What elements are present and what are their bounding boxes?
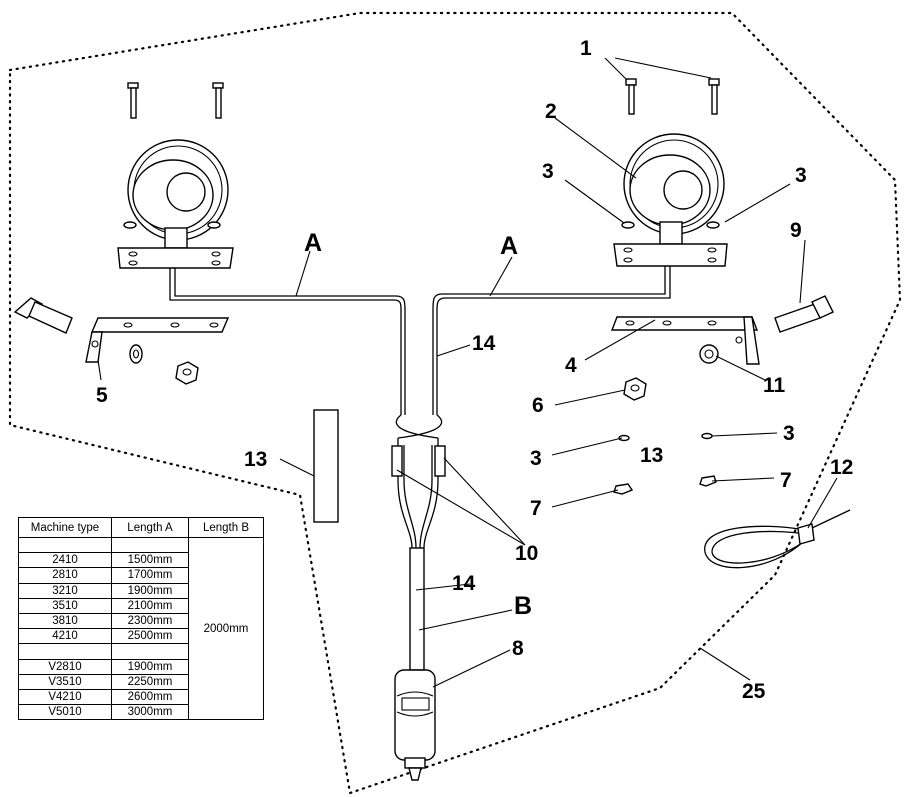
left-mount-bolt-1	[127, 82, 139, 119]
callout-25: 25	[742, 680, 766, 703]
machine-type-cell: V4210	[18, 688, 112, 706]
right-lamp-group	[610, 78, 834, 365]
callout-13-right: 13	[640, 444, 663, 467]
table-header-row: Machine type Length A Length B	[18, 517, 264, 538]
length-a-cell: 1900mm	[111, 582, 189, 599]
callout-14-lower: 14	[452, 572, 476, 595]
length-a-cell: 1700mm	[111, 567, 189, 584]
machine-type-cell: 4210	[18, 628, 112, 645]
callout-8: 8	[512, 637, 524, 660]
small-nut-right	[699, 475, 717, 487]
right-bracket-bolt	[774, 295, 834, 333]
spring-washer-right	[701, 432, 713, 440]
right-mount-bolt-1	[625, 78, 637, 115]
right-mount-bolt-2	[708, 78, 720, 115]
callout-6: 6	[532, 394, 544, 417]
length-a-cell	[111, 643, 189, 660]
left-mount-bolt-2	[212, 82, 224, 119]
length-a-cell	[111, 536, 189, 554]
left-nut	[175, 361, 199, 385]
machine-type-cell	[18, 643, 112, 660]
length-a-cell: 2250mm	[111, 673, 189, 690]
callout-3-upper-left: 3	[542, 160, 554, 183]
left-work-lamp	[117, 139, 234, 269]
length-a-cell: 2100mm	[111, 597, 189, 614]
machine-type-cell: 3210	[18, 582, 112, 599]
small-nut-left	[613, 483, 634, 495]
callout-2: 2	[545, 100, 557, 123]
callout-14-upper: 14	[472, 332, 496, 355]
machine-type-cell: 3810	[18, 612, 112, 630]
callout-1: 1	[580, 37, 592, 60]
callout-4: 4	[565, 354, 577, 377]
length-a-left-label: A	[304, 229, 322, 257]
callout-7-left: 7	[530, 497, 542, 520]
callout-5: 5	[96, 384, 108, 407]
callout-9: 9	[790, 219, 802, 242]
insulating-sleeve	[313, 409, 339, 523]
machine-type-cell: V2810	[18, 658, 112, 675]
length-a-right-label: A	[500, 232, 518, 260]
length-a-cell: 1900mm	[111, 658, 189, 675]
length-a-cell: 2500mm	[111, 628, 189, 645]
spring-washer-left	[618, 434, 630, 442]
length-a-cell: 1500mm	[111, 552, 189, 569]
length-a-cell: 2300mm	[111, 612, 189, 630]
table-row: 2000mm	[18, 536, 264, 721]
right-mounting-bracket	[610, 316, 760, 365]
machine-type-cell	[18, 536, 112, 554]
callout-11: 11	[763, 374, 786, 397]
cable-length-table: Machine type Length A Length B 2000mm 24…	[18, 517, 264, 721]
callout-3-lower-left: 3	[530, 447, 542, 470]
left-washer	[129, 344, 143, 364]
nut	[623, 377, 647, 401]
left-bracket-bolt	[13, 297, 73, 334]
kit-boundary-outline	[8, 11, 902, 795]
machine-type-cell: 2410	[18, 552, 112, 569]
machine-type-cell: V3510	[18, 673, 112, 690]
callout-13-left: 13	[244, 448, 267, 471]
right-work-lamp	[613, 133, 728, 267]
header-length-b: Length B	[188, 517, 264, 538]
callout-3-upper-right: 3	[795, 164, 807, 187]
power-plug	[394, 669, 436, 781]
wiring-harness	[169, 266, 671, 671]
right-washer	[699, 344, 719, 364]
machine-type-cell: 3510	[18, 597, 112, 614]
heat-shrink-right	[434, 445, 446, 477]
length-b-cell: 2000mm	[188, 536, 264, 721]
callout-7-right: 7	[780, 469, 792, 492]
length-a-cell: 2600mm	[111, 688, 189, 706]
header-length-a: Length A	[111, 517, 189, 538]
machine-type-cell: V5010	[18, 704, 112, 721]
machine-type-cell: 2810	[18, 567, 112, 584]
length-b-label: B	[514, 592, 532, 620]
length-a-cell: 3000mm	[111, 704, 189, 721]
callout-10: 10	[515, 542, 538, 565]
heat-shrink-left	[391, 445, 403, 477]
header-machine-type: Machine type	[18, 517, 112, 538]
left-mounting-bracket	[85, 317, 230, 363]
callout-3-lower-right: 3	[783, 422, 795, 445]
cable-tie	[704, 509, 851, 569]
leader-lines	[97, 57, 838, 688]
callout-12: 12	[830, 456, 853, 479]
left-lamp-group	[13, 82, 234, 385]
